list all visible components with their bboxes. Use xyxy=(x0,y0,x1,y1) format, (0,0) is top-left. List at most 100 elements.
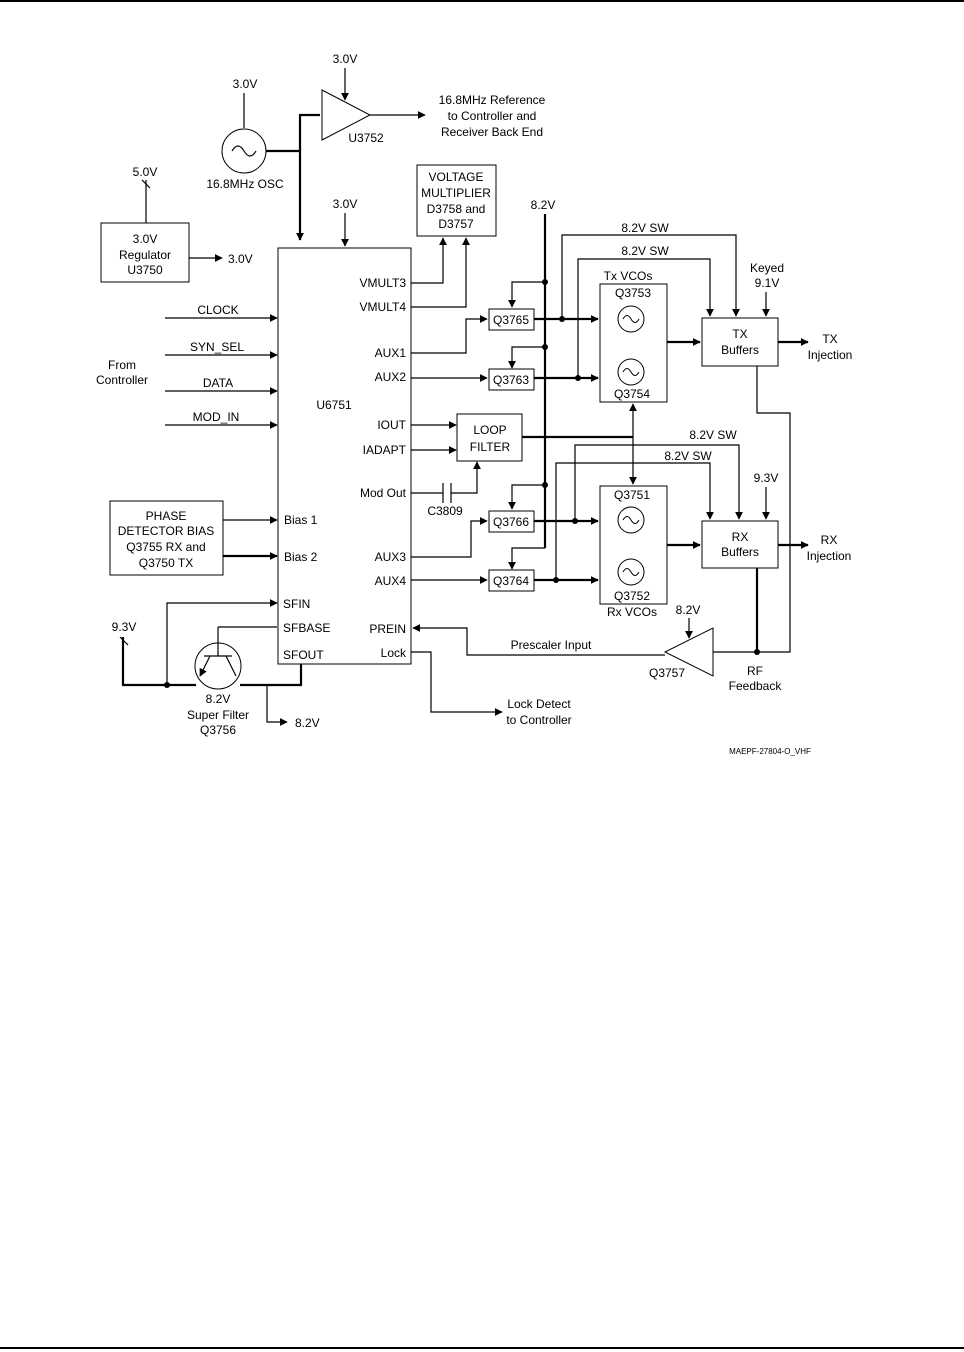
switch-q3763: Q3763 xyxy=(488,368,535,391)
supply-8v2-bus: 8.2V xyxy=(508,198,556,570)
prescaler-ref: Q3757 xyxy=(649,666,685,680)
rx-buffers: RX Buffers 9.3V RX Injection xyxy=(701,471,852,569)
rx-vcos: Q3751 Q3752 Rx VCOs xyxy=(599,485,668,619)
rx-vcos-box xyxy=(599,485,668,605)
signal-mod-in: MOD_IN xyxy=(193,410,240,424)
loop-filter: LOOP FILTER C3809 xyxy=(411,413,523,518)
sw-lines: 8.2V SW 8.2V SW 8.2V SW 8.2V SW xyxy=(555,221,743,580)
controller-inputs: From Controller CLOCK SYN_SEL DATA MOD_I… xyxy=(96,303,278,429)
page-bottom-rule xyxy=(0,1347,964,1349)
from-controller-line2: Controller xyxy=(96,373,148,387)
osc-label: 16.8MHz OSC xyxy=(206,177,284,191)
rx-sw2-label: 8.2V SW xyxy=(664,449,712,463)
pin-iout: IOUT xyxy=(377,418,406,432)
pin-aux1: AUX1 xyxy=(375,346,407,360)
voltage-multiplier: VOLTAGE MULTIPLIER D3758 and D3757 xyxy=(411,164,497,308)
switch-q3764: Q3764 xyxy=(488,569,535,592)
tx-vco-bottom-label: Q3754 xyxy=(614,387,650,401)
ic-supply-label: 3.0V xyxy=(333,197,358,211)
osc-supply-label: 3.0V xyxy=(233,77,258,91)
rx-vco-bottom-label: Q3752 xyxy=(614,589,650,603)
tx-buffers-line2: Buffers xyxy=(721,343,759,357)
pin-aux3: AUX3 xyxy=(375,550,407,564)
switch-q3765: Q3765 xyxy=(488,308,535,331)
lock-detect: Lock Detect to Controller xyxy=(411,651,572,727)
reference-oscillator: 3.0V 16.8MHz OSC xyxy=(206,77,320,241)
pd-line3: Q3755 RX and xyxy=(126,540,205,554)
vm-line3: D3758 and xyxy=(427,202,486,216)
pin-vmult4: VMULT4 xyxy=(360,300,407,314)
rf-feedback-line2: Feedback xyxy=(729,679,783,693)
pin-bias2: Bias 2 xyxy=(284,550,318,564)
reference-output-line2: to Controller and xyxy=(448,109,537,123)
pin-prein: PREIN xyxy=(369,622,406,636)
phase-detector-bias: PHASE DETECTOR BIAS Q3755 RX and Q3750 T… xyxy=(109,500,278,576)
sine-icon xyxy=(622,315,640,323)
reference-output-line1: 16.8MHz Reference xyxy=(439,93,546,107)
tx-buffers-box xyxy=(701,317,779,367)
tx-sw2-label: 8.2V SW xyxy=(621,244,669,258)
prescaler-path: 8.2V Q3757 Prescaler Input RF Feedback xyxy=(412,366,791,693)
u3752-ref: U3752 xyxy=(348,131,384,145)
q3764-label: Q3764 xyxy=(493,574,529,588)
reference-output-line3: Receiver Back End xyxy=(441,125,543,139)
pin-vmult3: VMULT3 xyxy=(360,276,407,290)
vm-line1: VOLTAGE xyxy=(429,170,484,184)
pin-iadapt: IADAPT xyxy=(363,443,407,457)
rf-feedback-line1: RF xyxy=(747,664,763,678)
regulator-line3: U3750 xyxy=(127,263,163,277)
pin-aux2: AUX2 xyxy=(375,370,407,384)
rx-vcos-title: Rx VCOs xyxy=(607,605,657,619)
capacitor-label: C3809 xyxy=(427,504,463,518)
prescaler-supply-label: 8.2V xyxy=(676,603,701,617)
regulator-line1: 3.0V xyxy=(133,232,158,246)
pd-line4: Q3750 TX xyxy=(139,556,193,570)
tx-buffers: TX Buffers Keyed 9.1V TX Injection xyxy=(701,261,852,367)
regulator-u3750: 5.0V 3.0V Regulator U3750 3.0V xyxy=(100,165,253,283)
tx-vcos: Tx VCOs Q3753 Q3754 xyxy=(599,269,668,403)
tx-vco-top-label: Q3753 xyxy=(615,286,651,300)
tx-injection-line1: TX xyxy=(822,332,837,346)
pin-sfin: SFIN xyxy=(283,597,310,611)
regulator-output-label: 3.0V xyxy=(228,252,253,266)
rx-supply-label: 9.3V xyxy=(754,471,779,485)
buffer-triangle xyxy=(321,89,372,141)
rx-buffers-line1: RX xyxy=(732,530,749,544)
super-filter-input-label: 9.3V xyxy=(112,620,137,634)
sine-icon xyxy=(622,568,640,576)
tx-vcos-title: Tx VCOs xyxy=(604,269,653,283)
pd-line2: DETECTOR BIAS xyxy=(118,524,214,538)
sine-icon xyxy=(622,516,640,524)
ic-ref: U6751 xyxy=(316,398,352,412)
figure-id: MAEPF-27804-O_VHF xyxy=(729,747,811,756)
super-filter-output-label: 8.2V xyxy=(295,716,320,730)
pd-line1: PHASE xyxy=(146,509,187,523)
tx-sw1-label: 8.2V SW xyxy=(621,221,669,235)
voltage-multiplier-box xyxy=(416,164,497,237)
signal-syn-sel: SYN_SEL xyxy=(190,340,244,354)
rx-sw1-label: 8.2V SW xyxy=(689,428,737,442)
rx-injection-line2: Injection xyxy=(807,549,852,563)
loop-filter-line1: LOOP xyxy=(473,423,506,437)
super-filter-line3: Q3756 xyxy=(200,723,236,737)
q3763-label: Q3763 xyxy=(493,373,529,387)
ic-box xyxy=(277,247,412,665)
lock-detect-line1: Lock Detect xyxy=(507,697,571,711)
page-top-rule xyxy=(0,0,964,2)
sine-icon xyxy=(231,145,257,157)
switch-q3766: Q3766 xyxy=(488,510,535,533)
from-controller-line1: From xyxy=(108,358,136,372)
lock-detect-line2: to Controller xyxy=(506,713,571,727)
loop-filter-box xyxy=(456,413,523,462)
pin-sfbase: SFBASE xyxy=(283,621,330,635)
regulator-box xyxy=(100,222,190,283)
signal-clock: CLOCK xyxy=(197,303,238,317)
rx-vco-top-label: Q3751 xyxy=(614,488,650,502)
pin-bias1: Bias 1 xyxy=(284,513,318,527)
pin-mod-out: Mod Out xyxy=(360,486,407,500)
prescaler-amp-triangle xyxy=(663,627,714,677)
supply-8v2-label: 8.2V xyxy=(531,198,556,212)
super-filter: 9.3V 8.2V Super Filter Q3756 8.2V xyxy=(112,599,320,737)
keyed-line2: 9.1V xyxy=(755,276,780,290)
